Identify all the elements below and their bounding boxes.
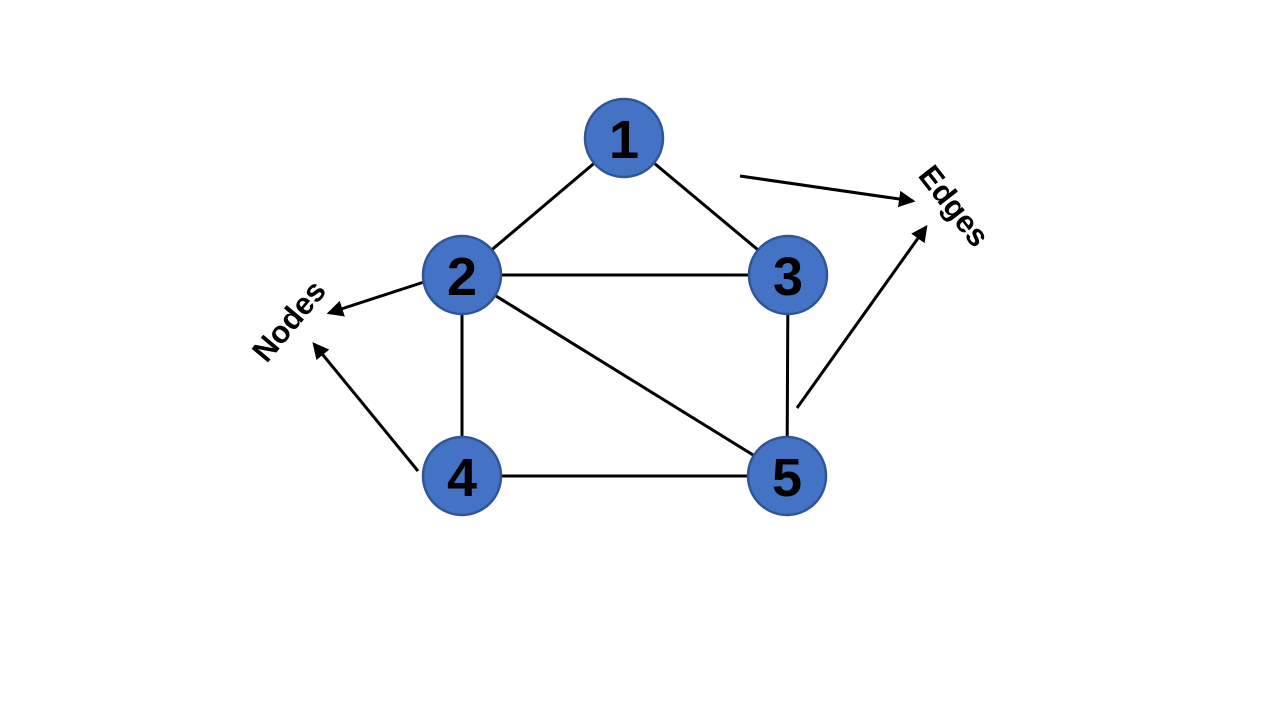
- edge-2-5: [461, 273, 788, 478]
- node-5-label: 5: [772, 448, 802, 508]
- node-5: 5: [746, 435, 828, 517]
- annotation-arrow-nodes-2: [312, 342, 420, 472]
- node-5-circle: [746, 435, 828, 517]
- node-4-circle: [421, 435, 503, 517]
- annotation-arrow-edges-2: [795, 224, 928, 409]
- node-2-circle: [421, 234, 503, 316]
- node-4-label: 4: [447, 448, 477, 508]
- node-2: 2: [421, 234, 503, 316]
- annotation-arrow-nodes-1: [326, 280, 425, 317]
- node-3-circle: [747, 234, 829, 316]
- node-4: 4: [421, 435, 503, 517]
- annotation-arrow-edges-1: [739, 174, 916, 208]
- node-3-label: 3: [773, 247, 803, 307]
- node-1-circle: [583, 97, 665, 179]
- node-1: 1: [583, 97, 665, 179]
- node-2-label: 2: [447, 247, 477, 307]
- annotation-label-nodes: Nodes: [245, 273, 333, 368]
- node-3: 3: [747, 234, 829, 316]
- node-1-label: 1: [609, 110, 639, 170]
- annotation-label-edges: Edges: [912, 159, 997, 254]
